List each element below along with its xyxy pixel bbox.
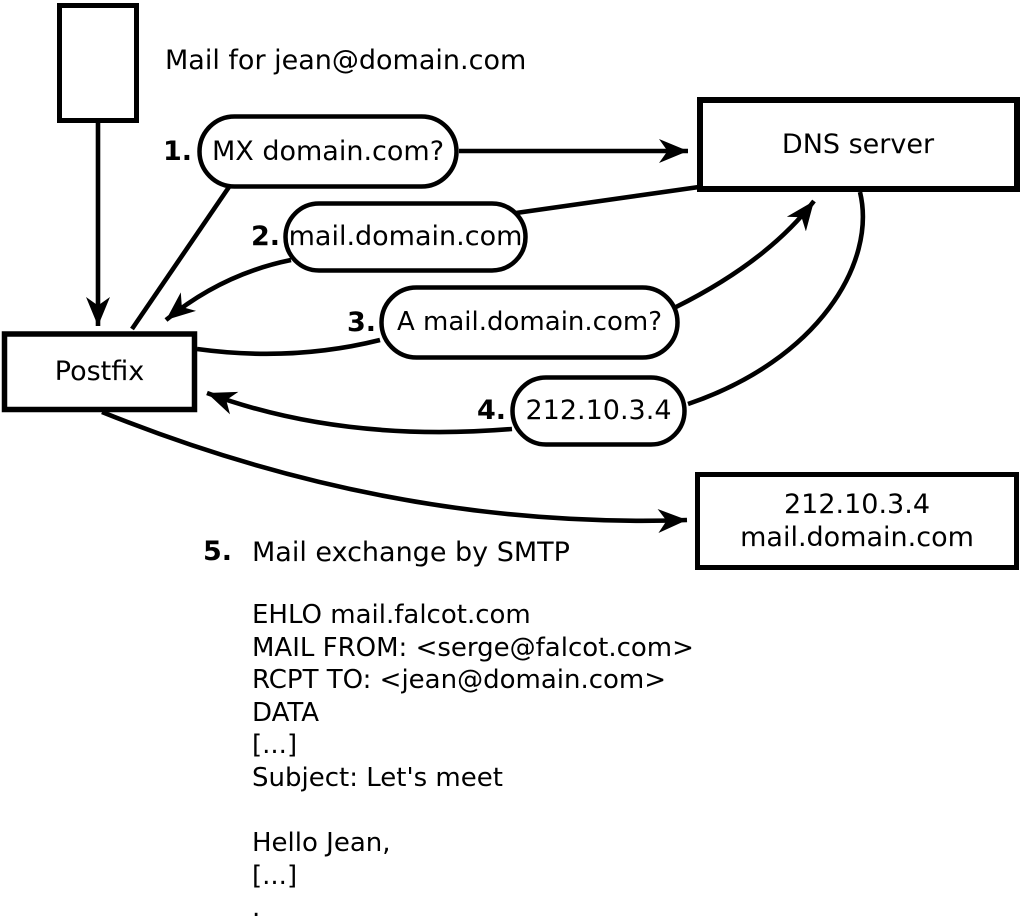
dns-server-label: DNS server <box>781 129 935 160</box>
smtp-line: Subject: Let's meet <box>252 762 503 793</box>
smtp-session-block: EHLO mail.falcot.com MAIL FROM: <serge@f… <box>252 599 694 919</box>
arrow-postfix-to-mail-server <box>101 409 688 533</box>
smtp-line: [...] <box>252 860 298 891</box>
line-dns-to-answer-mx <box>515 184 700 216</box>
mail-message-box <box>57 3 139 123</box>
step-1-label: MX domain.com? <box>211 135 445 167</box>
step-3-bubble <box>379 285 680 360</box>
step-2-label: mail.domain.com <box>288 221 523 252</box>
postfix-label: Postfix <box>54 356 145 387</box>
step-2-bubble <box>283 201 528 273</box>
mail-server-hostname: mail.domain.com <box>740 522 974 553</box>
smtp-line: RCPT TO: <jean@domain.com> <box>252 665 667 696</box>
mail-for-note: Mail for jean@domain.com <box>165 45 527 76</box>
step-1-number: 1. <box>162 135 192 167</box>
arrow-query-a-to-dns <box>674 199 816 310</box>
step-5-label: Mail exchange by SMTP <box>252 537 570 568</box>
step-4-number: 4. <box>476 395 506 426</box>
step-4-label: 212.10.3.4 <box>525 395 672 426</box>
line-postfix-to-query-a <box>196 337 381 357</box>
step-3-number: 3. <box>346 306 376 338</box>
smtp-line-blank <box>252 795 694 828</box>
mail-server-label: 212.10.3.4 mail.domain.com <box>695 472 1019 570</box>
smtp-line: EHLO mail.falcot.com <box>252 600 531 630</box>
mail-server-ip: 212.10.3.4 <box>784 489 930 520</box>
smtp-line: [...] <box>252 730 298 761</box>
step-3-label: A mail.domain.com? <box>397 307 662 337</box>
step-1-bubble <box>197 114 459 189</box>
arrow-answer-a-to-postfix <box>206 390 513 435</box>
step-2-number: 2. <box>250 221 280 252</box>
line-dns-to-answer-a <box>687 191 866 407</box>
smtp-line: DATA <box>252 697 319 728</box>
step-5-number: 5. <box>202 535 232 567</box>
smtp-line-end-dot: . <box>252 893 261 919</box>
line-postfix-to-query-mx <box>130 185 231 331</box>
step-4-bubble <box>510 375 687 447</box>
dns-server-box <box>697 97 1020 192</box>
mail-server-box <box>695 472 1019 570</box>
postfix-box <box>1 331 198 413</box>
arrow-answer-mx-to-postfix <box>164 257 292 322</box>
smtp-line: MAIL FROM: <serge@falcot.com> <box>252 632 694 663</box>
smtp-line: Hello Jean, <box>252 828 391 859</box>
